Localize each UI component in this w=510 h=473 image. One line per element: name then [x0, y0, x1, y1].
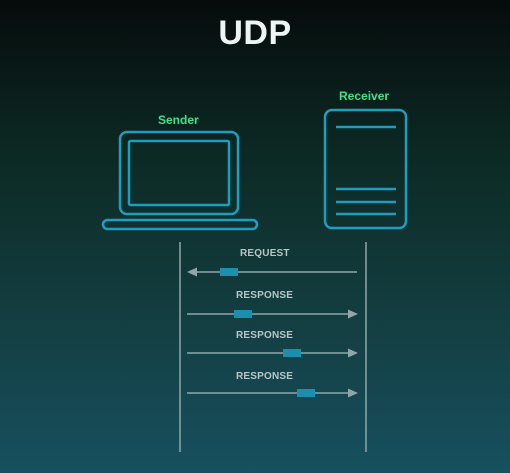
diagram-title: UDP	[218, 14, 292, 52]
sender-label: Sender	[158, 113, 199, 127]
message-arrow-request	[187, 267, 357, 277]
message-label-request: REQUEST	[240, 248, 290, 259]
phone-icon	[323, 108, 408, 230]
receiver-label: Receiver	[339, 89, 390, 103]
message-arrow-response-1	[187, 309, 358, 319]
laptop-icon	[101, 130, 259, 231]
message-label-response: RESPONSE	[236, 330, 294, 341]
packet	[297, 389, 315, 397]
packet	[220, 268, 238, 276]
message-label-response: RESPONSE	[236, 290, 294, 301]
packet	[234, 310, 252, 318]
message-arrow-response-3	[187, 388, 358, 398]
packet	[283, 349, 301, 357]
message-label-response: RESPONSE	[236, 371, 294, 382]
message-arrow-response-2	[187, 348, 358, 358]
